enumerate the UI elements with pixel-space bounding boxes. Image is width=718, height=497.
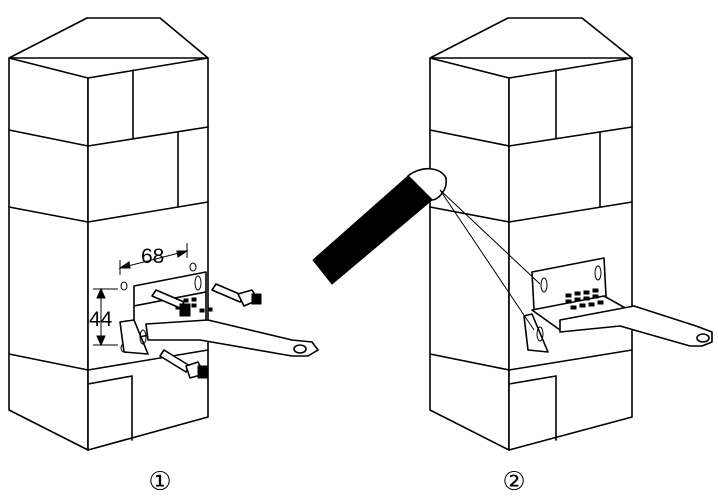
block-top-face: [429, 17, 633, 59]
anchor-bolt: [211, 283, 262, 307]
dimension-44-label: 44: [89, 308, 113, 331]
block-front-face: [429, 57, 510, 451]
wall-bracket: [523, 257, 713, 353]
block-front-face: [8, 57, 89, 451]
step-1-label: ①: [148, 467, 171, 497]
marker-pen: [312, 167, 541, 331]
dimension-68-label: 68: [141, 245, 164, 268]
step-2-illustration: [312, 17, 713, 451]
wall-bracket: [119, 271, 319, 357]
bracket-hole-grid: [565, 288, 604, 310]
anchor-bolt: [159, 349, 209, 379]
step-2-label: ②: [502, 467, 525, 497]
drill-hole: [189, 262, 197, 272]
dimension-44: [93, 287, 118, 347]
block-top-face: [8, 17, 209, 59]
anchor-bolt: [151, 289, 191, 317]
dimension-68: [118, 243, 189, 275]
step-1-illustration: 68 44: [8, 17, 319, 451]
block-side-face: [508, 57, 633, 451]
drill-hole: [120, 281, 128, 291]
